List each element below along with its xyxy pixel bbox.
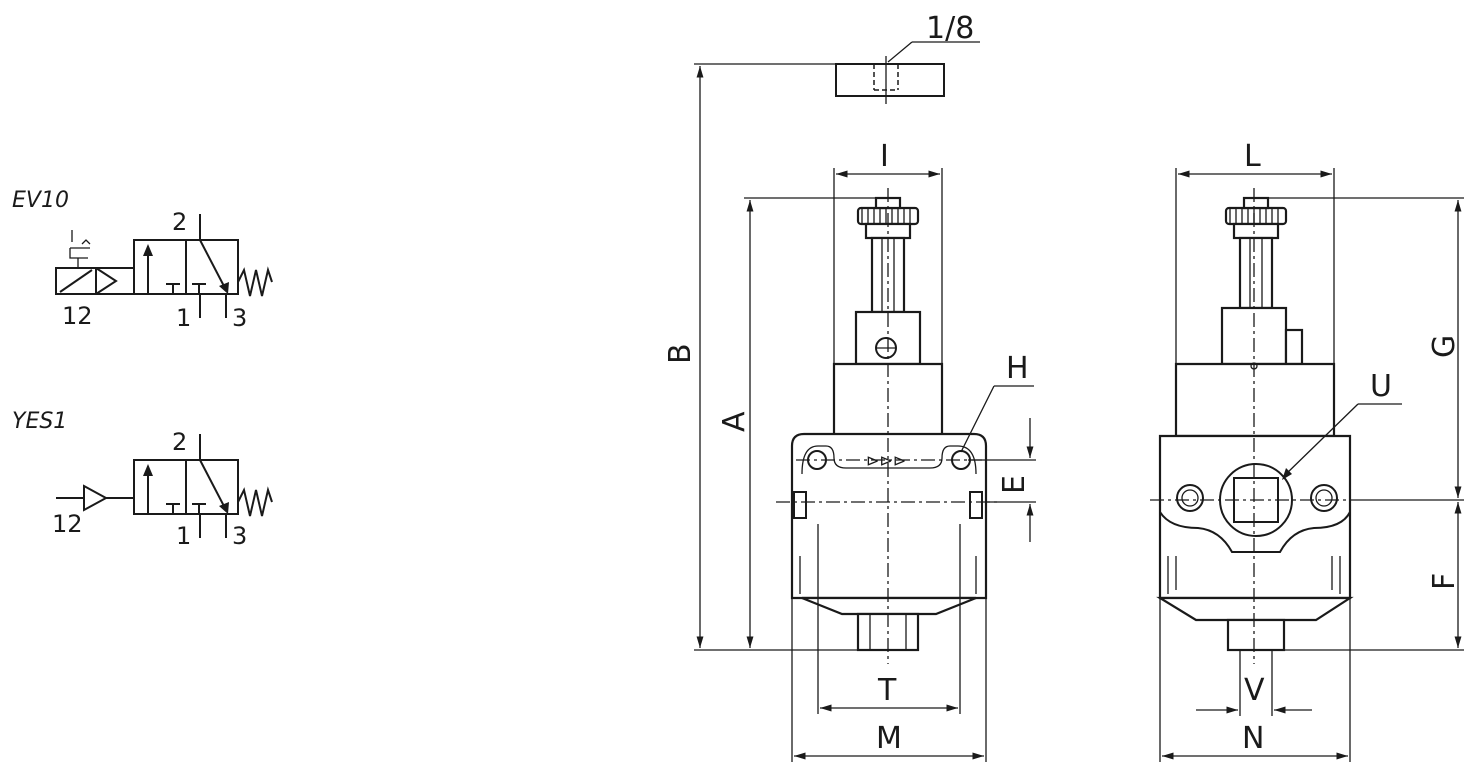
thread-label: 1/8 [926, 11, 974, 46]
dim-M: M [876, 721, 902, 756]
yes1-label: YES1 [12, 409, 67, 434]
ev10-port-3: 3 [232, 304, 247, 332]
dim-E: E [997, 475, 1032, 494]
ev10-symbol: EV10 2 12 1 3 [12, 188, 273, 332]
spring-icon [237, 486, 273, 517]
manual-override-icon [69, 230, 91, 259]
dim-B: B [663, 343, 698, 364]
pilot-triangle-icon [83, 484, 109, 512]
yes1-port-2: 2 [172, 428, 187, 456]
side-view [1150, 188, 1362, 664]
flow-arrows-icon: ⊳⊳⊳ [866, 453, 906, 470]
ev10-port-2: 2 [172, 208, 187, 236]
ev10-port-12: 12 [62, 302, 93, 330]
dim-H: H [1006, 351, 1029, 386]
front-view: ⊳⊳⊳ [776, 188, 1000, 664]
ev10-label: EV10 [12, 188, 69, 213]
valve-side-body [1158, 434, 1352, 600]
dim-U: U [1370, 369, 1392, 404]
exhaust-fitting [1226, 618, 1286, 652]
top-view: 1/8 [835, 11, 980, 104]
top-view-body [835, 63, 945, 97]
dim-F: F [1427, 573, 1462, 590]
yes1-port-1: 1 [176, 522, 191, 550]
dim-V: V [1244, 673, 1265, 708]
yes1-port-3: 3 [232, 522, 247, 550]
valve-main-body [790, 432, 988, 600]
dim-I: I [880, 139, 889, 174]
dimension-lines: B A I H E T M L [663, 63, 1464, 762]
yes1-symbol: YES1 2 12 1 3 [12, 409, 273, 550]
yes1-port-12: 12 [52, 510, 83, 538]
dim-G: G [1427, 335, 1462, 358]
dim-L: L [1244, 139, 1261, 174]
ev10-port-1: 1 [176, 304, 191, 332]
dim-A: A [717, 411, 752, 432]
dim-T: T [877, 673, 897, 708]
dim-N: N [1242, 721, 1264, 756]
spring-icon [237, 266, 273, 297]
